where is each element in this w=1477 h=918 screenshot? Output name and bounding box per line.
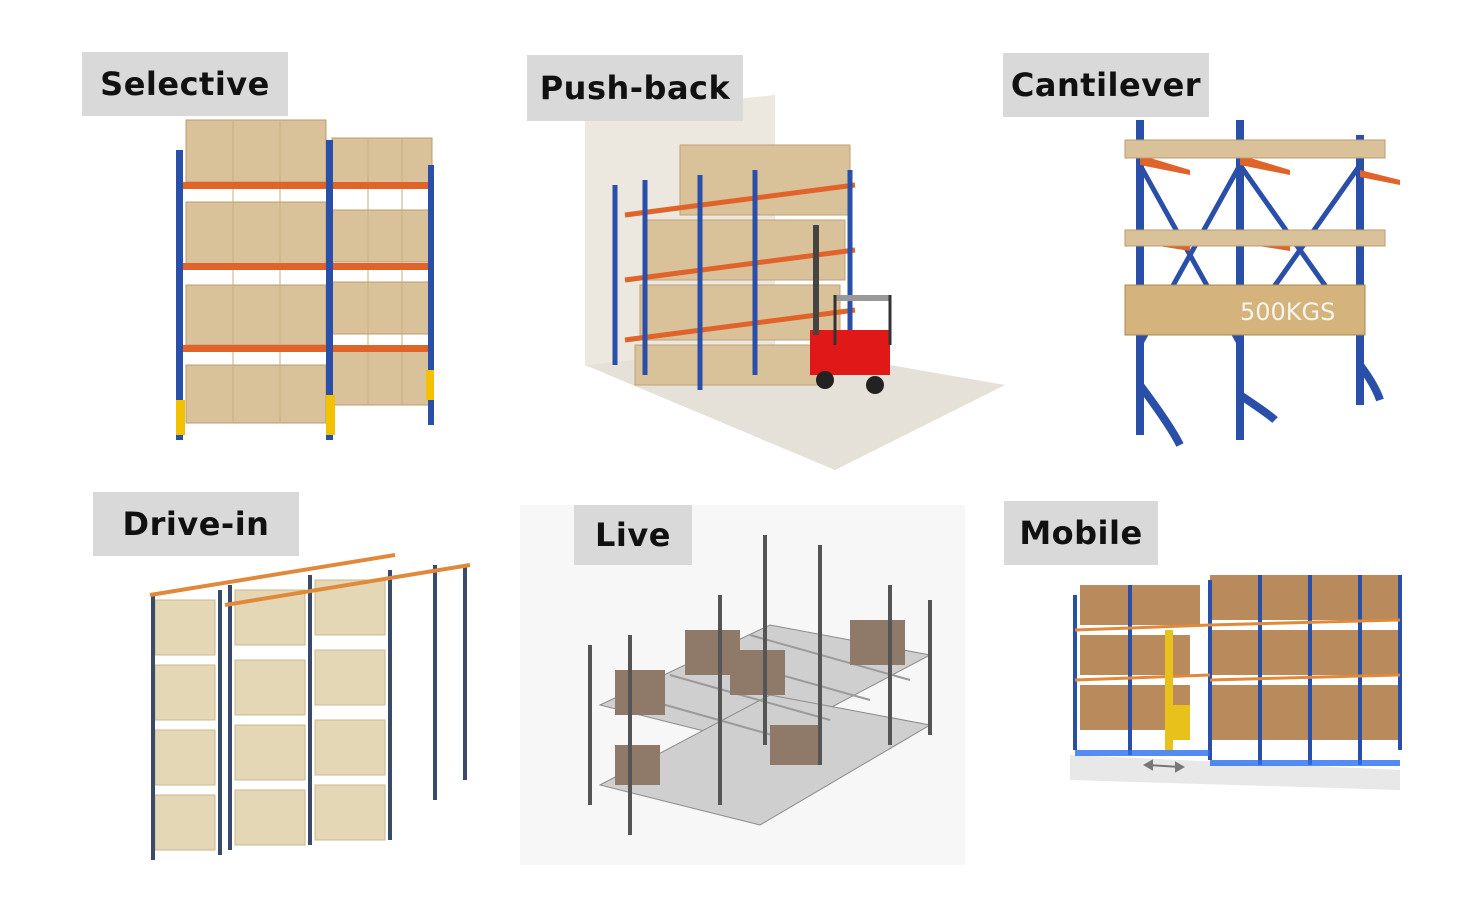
cantilever-rack-illustration: 500KGS bbox=[1124, 120, 1400, 447]
arrow-double-icon bbox=[1142, 759, 1186, 773]
panel-label: Selective bbox=[82, 52, 288, 116]
panel-label: Push-back bbox=[527, 55, 743, 121]
panel-label: Cantilever bbox=[1003, 53, 1209, 117]
panel-live: Live bbox=[520, 505, 965, 865]
panel-selective: Selective bbox=[82, 52, 450, 445]
mobile-rack-illustration bbox=[1070, 575, 1402, 790]
panel-label: Drive-in bbox=[93, 492, 299, 556]
panel-mobile: Mobile bbox=[1004, 501, 1410, 790]
reach-truck-icon bbox=[1165, 630, 1190, 750]
panel-drivein: Drive-in bbox=[93, 492, 475, 870]
forklift-icon bbox=[810, 225, 892, 394]
load-marking: 500KGS bbox=[1240, 298, 1335, 326]
pushback-rack-illustration bbox=[585, 95, 1005, 470]
selective-rack-illustration bbox=[176, 119, 434, 440]
live-rack-illustration bbox=[520, 505, 965, 865]
panel-cantilever: 500KGS Cantilever bbox=[1003, 53, 1400, 460]
panel-label: Live bbox=[574, 505, 692, 565]
panel-label: Mobile bbox=[1004, 501, 1158, 565]
drivein-rack-illustration bbox=[149, 553, 471, 860]
panel-pushback: Push-back bbox=[527, 55, 1005, 475]
